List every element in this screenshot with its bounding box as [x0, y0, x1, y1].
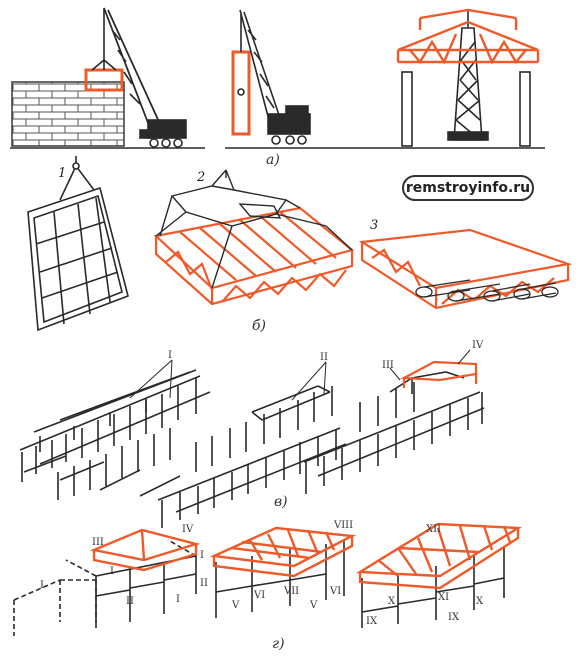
roof-VIII [209, 526, 357, 578]
label-g-I-c: I [110, 566, 114, 577]
brick-wall [11, 81, 125, 147]
label-g-XII: XII [426, 524, 442, 535]
caption-g: г) [272, 636, 285, 652]
item-number-1: 1 [58, 166, 67, 181]
label-v-IV: IV [472, 340, 484, 351]
label-v-I: I [168, 350, 172, 361]
ribbed-slab [153, 206, 355, 306]
label-g-VI-a: VI [254, 590, 266, 601]
label-g-VI-b: VI [330, 586, 342, 597]
label-v-II: II [320, 352, 328, 363]
hollow-core-tubes [415, 279, 559, 302]
crane-1 [103, 7, 187, 148]
window-panel [27, 156, 129, 332]
sling-frame [155, 169, 353, 289]
row-b-scene [27, 156, 573, 332]
item-number-3: 3 [370, 218, 379, 233]
label-g-IV: IV [182, 524, 194, 535]
label-g-IX-b: IX [448, 612, 460, 623]
label-g-VII: VII [284, 586, 300, 597]
label-g-III: III [92, 537, 104, 548]
label-v-III: III [382, 360, 394, 371]
column-frame-II [157, 385, 347, 528]
frame-XII [361, 546, 505, 628]
caption-v: в) [274, 494, 288, 510]
label-g-II-b: II [200, 578, 208, 589]
label-g-V-a: V [232, 600, 240, 611]
column-frame-III [303, 371, 485, 494]
row-v-scene [19, 349, 485, 528]
row-g-scene [13, 522, 522, 636]
label-g-II-a: II [126, 596, 134, 607]
column-frame-I [19, 369, 211, 500]
tower-crane [401, 10, 531, 147]
label-g-X-b: X [476, 596, 484, 607]
caption-b: б) [252, 318, 267, 334]
item-number-2: 2 [197, 170, 206, 185]
label-g-I-a: I [200, 550, 204, 561]
tall-panel [231, 50, 251, 136]
caption-a: а) [266, 152, 280, 168]
roof-XII [356, 522, 522, 590]
frame-VIII [215, 540, 345, 618]
watermark-text: remstroyinfo.ru [405, 180, 531, 196]
roof-truss [396, 8, 540, 65]
roof-III-IV [89, 528, 201, 572]
label-g-V-b: V [310, 600, 318, 611]
watermark-badge: remstroyinfo.ru [402, 175, 534, 201]
label-g-IX-a: IX [366, 616, 378, 627]
roof-IV [400, 360, 478, 388]
label-g-XI: XI [438, 592, 450, 603]
label-g-I-d: I [176, 594, 180, 605]
row-a-scene [10, 7, 545, 149]
label-g-X-a: X [388, 596, 396, 607]
label-g-I-b: I [40, 580, 44, 591]
label-g-VIII: VIII [334, 520, 354, 531]
crane-2 [239, 9, 311, 145]
